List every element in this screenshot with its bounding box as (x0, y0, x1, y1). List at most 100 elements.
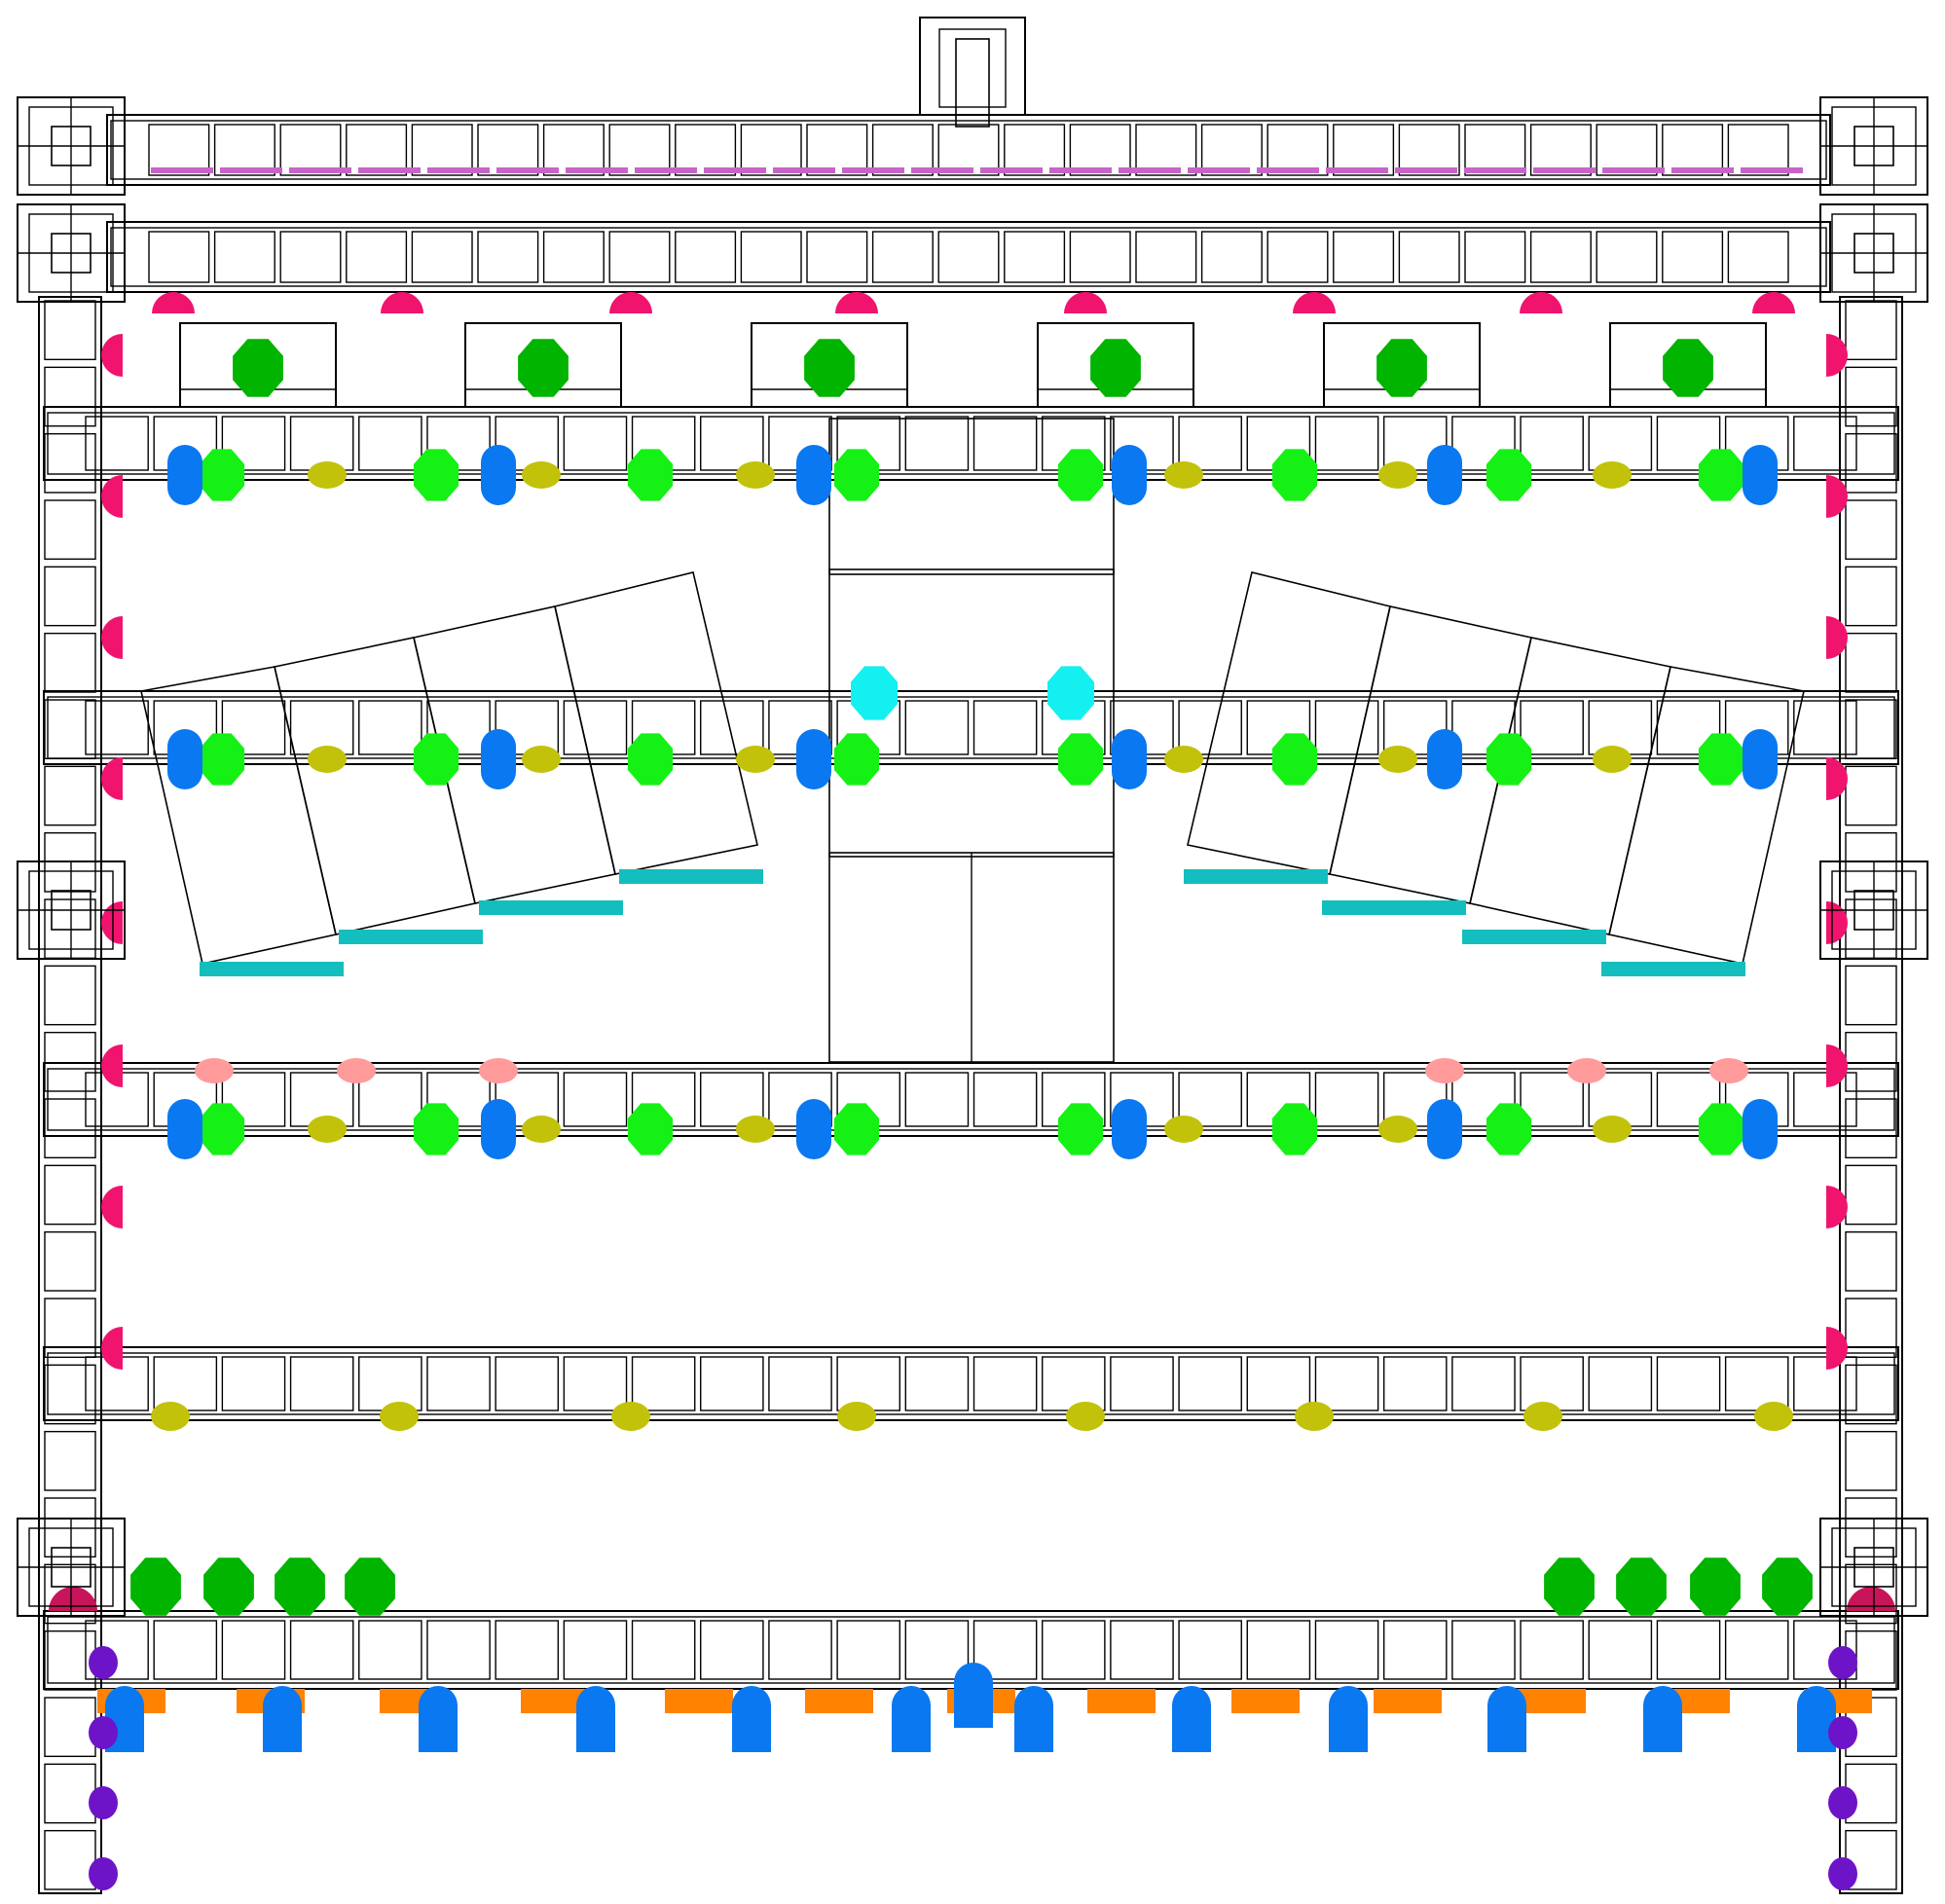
left-upright-truss-outline (38, 296, 102, 1894)
spot-fixture (481, 729, 516, 789)
spot-fixture (732, 1686, 771, 1752)
blinder-fixture (1690, 1557, 1741, 1616)
truss-row-4-cell (904, 1356, 970, 1411)
truss-row-bottom-cell (1178, 1620, 1242, 1680)
strip-light (358, 167, 421, 173)
truss-row-bottom-cell (495, 1620, 560, 1680)
spot-fixture (1427, 1099, 1462, 1159)
left-tilted-panel (554, 571, 758, 875)
blinder-fixture (203, 1557, 254, 1616)
strip-light (566, 167, 628, 173)
truss-row-bottom-cell (358, 1620, 422, 1680)
strip-light (911, 167, 973, 173)
truss-row-1-cell (358, 416, 422, 471)
spot-fixture (263, 1686, 302, 1752)
truss-corner-block (17, 1518, 126, 1617)
truss-row-4-cell (1656, 1356, 1721, 1411)
spot-fixture (481, 445, 516, 505)
truss-row-4-cell (768, 1356, 832, 1411)
truss-row-3 (43, 1062, 1899, 1137)
truss-row-bottom-cell (631, 1620, 696, 1680)
top-truss-upper-cell (871, 124, 934, 176)
right-tilted-panel (1469, 637, 1671, 935)
strip-light (980, 167, 1043, 173)
top-truss-lower-cell (279, 231, 342, 283)
truss-row-1-cell (1656, 416, 1721, 471)
truss-corner-block (1819, 1518, 1928, 1617)
side-purple-fixture (1828, 1646, 1857, 1679)
left-upright-truss-cell (44, 1829, 96, 1890)
right-upright-truss-cell (1845, 1298, 1897, 1359)
strip-light (773, 167, 835, 173)
spot-fixture (1112, 1099, 1147, 1159)
top-truss-lower-cell (937, 231, 1000, 283)
truss-row-2-cell (1178, 700, 1242, 755)
magenta-dome (1064, 292, 1107, 313)
top-truss-lower-cell (1266, 231, 1329, 283)
panel-base (479, 900, 623, 915)
wash-fixture (833, 733, 880, 786)
right-tilted-panel (1187, 571, 1391, 875)
top-truss-upper-cell (608, 124, 671, 176)
top-truss-upper-cell (740, 124, 802, 176)
panel-base (619, 869, 763, 884)
blinder-fixture (1087, 1689, 1156, 1713)
top-truss-lower-cell (871, 231, 934, 283)
left-upright-truss-cell (44, 1298, 96, 1359)
mover-fixture (1090, 339, 1141, 397)
truss-row-3-cell (1656, 1072, 1721, 1127)
truss-row-4-cell (1178, 1356, 1242, 1411)
wash-fixture (1271, 449, 1318, 501)
par-fixture (1593, 746, 1632, 773)
truss-corner-block (17, 96, 126, 196)
right-upright-truss-cell (1845, 1563, 1897, 1625)
blinder-fixture (275, 1557, 325, 1616)
truss-row-4-cell (700, 1356, 764, 1411)
spot-fixture (1014, 1686, 1053, 1752)
spot-fixture (1487, 1686, 1526, 1752)
left-tilted-panel (274, 637, 476, 935)
blinder-fixture (1762, 1557, 1813, 1616)
top-truss-lower-cell (1135, 231, 1197, 283)
left-upright-truss-cell (44, 1031, 96, 1092)
wash-fixture (627, 449, 674, 501)
top-truss-upper-cell (1529, 124, 1592, 176)
top-truss-lower-cell (1333, 231, 1395, 283)
top-truss-lower-cell (1727, 231, 1789, 283)
top-truss-upper-cell (806, 124, 868, 176)
par-fixture (308, 746, 347, 773)
top-truss-lower-cell (675, 231, 737, 283)
top-hoist-core (955, 38, 990, 128)
side-light-right (1826, 475, 1848, 518)
truss-row-2-cell (221, 700, 286, 755)
left-upright-truss-cell (44, 1697, 96, 1758)
par-fixture (151, 1402, 190, 1431)
top-hoist-block (919, 17, 1026, 128)
blinder-fixture (130, 1557, 181, 1616)
mover-frame-outline (464, 322, 622, 408)
truss-row-1-cell (1451, 416, 1516, 471)
top-truss-lower-cell (213, 231, 275, 283)
truss-row-2-inner (47, 696, 1895, 759)
truss-row-bottom-cell (972, 1620, 1038, 1680)
left-upright-truss-cell (44, 499, 96, 561)
par-fixture (1378, 1116, 1417, 1143)
right-upright-truss-cell (1845, 566, 1897, 627)
spot-fixture (1427, 445, 1462, 505)
corner-core (1853, 126, 1894, 166)
strip-light (1395, 167, 1457, 173)
top-hoist-outline (919, 17, 1026, 116)
panel-base (339, 930, 483, 944)
truss-row-2-cell (1451, 700, 1516, 755)
magenta-dome (152, 292, 195, 313)
corner-blocks (17, 96, 1928, 1617)
wash-fixture (627, 733, 674, 786)
right-tilted-panel (1608, 666, 1805, 965)
right-upright-truss-cell (1845, 1164, 1897, 1226)
spot-fixture (1797, 1686, 1836, 1752)
side-light-left (101, 475, 123, 518)
magenta-dome (609, 292, 652, 313)
top-truss-upper-cell (1266, 124, 1329, 176)
corner-core (1853, 1547, 1894, 1588)
corner-core (51, 890, 92, 931)
